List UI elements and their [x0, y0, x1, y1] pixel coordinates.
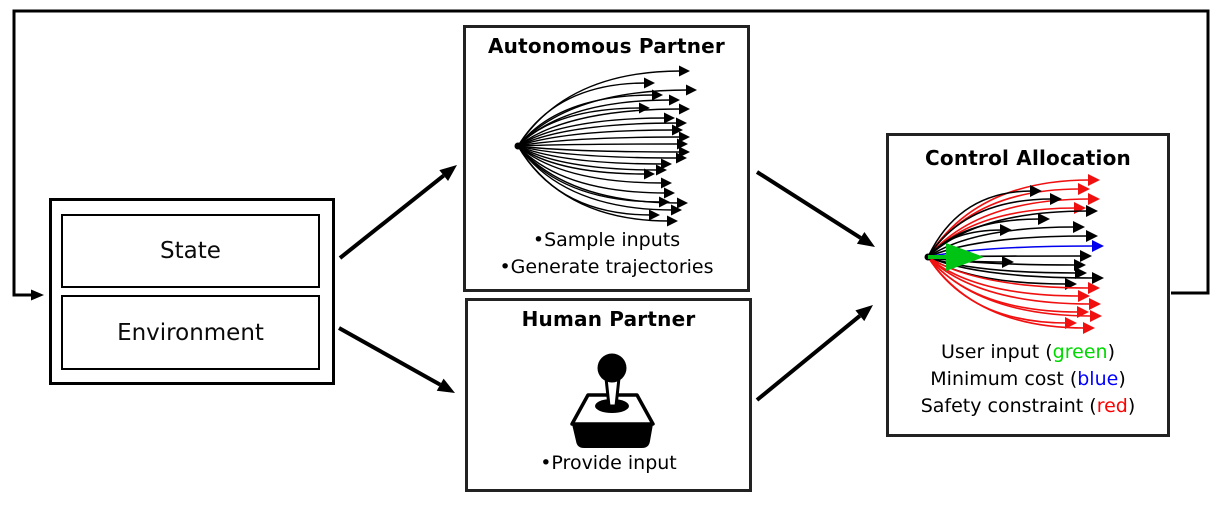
legend-safety-constraint: Safety constraint (red) — [889, 393, 1167, 420]
autonomous-partner-box: Autonomous Partner •Sample inputs •Gener… — [463, 25, 750, 292]
control-allocation-box: Control Allocation User input (green) Mi… — [886, 133, 1170, 437]
state-label: State — [160, 238, 221, 264]
control-allocation-title: Control Allocation — [925, 146, 1131, 170]
legend-text: User input ( — [941, 341, 1053, 363]
legend-text: ) — [1107, 341, 1115, 363]
legend-user-input: User input (green) — [889, 339, 1167, 366]
connector-arrows — [338, 165, 875, 402]
state-box: State — [61, 214, 320, 288]
joystick-icon — [570, 353, 655, 448]
control-legend: User input (green) Minimum cost (blue) S… — [889, 339, 1167, 420]
legend-color-word: green — [1052, 341, 1108, 363]
autonomous-bullet-list: •Sample inputs •Generate trajectories — [466, 227, 747, 281]
state-environment-box: State Environment — [49, 198, 335, 385]
human-partner-box: Human Partner •Provide input — [465, 298, 752, 492]
legend-text: ) — [1127, 395, 1136, 417]
autonomous-trajectory-fan — [514, 65, 697, 227]
legend-text: Safety constraint ( — [920, 395, 1097, 417]
environment-box: Environment — [61, 295, 320, 370]
bullet-provide-input: •Provide input — [540, 452, 677, 474]
human-bullet-list: •Provide input — [468, 450, 749, 477]
legend-text: Minimum cost ( — [930, 368, 1078, 390]
bullet-sample-inputs: •Sample inputs — [532, 229, 681, 251]
human-partner-title: Human Partner — [521, 307, 696, 331]
feedback-loop — [12, 9, 1210, 301]
bullet-generate-trajectories: •Generate trajectories — [499, 256, 714, 278]
environment-label: Environment — [117, 319, 264, 346]
control-trajectory-fan — [924, 174, 1104, 334]
legend-color-word: red — [1096, 395, 1128, 417]
legend-text: ) — [1118, 368, 1126, 390]
autonomous-partner-title: Autonomous Partner — [488, 34, 725, 58]
legend-minimum-cost: Minimum cost (blue) — [889, 366, 1167, 393]
legend-color-word: blue — [1077, 368, 1119, 390]
